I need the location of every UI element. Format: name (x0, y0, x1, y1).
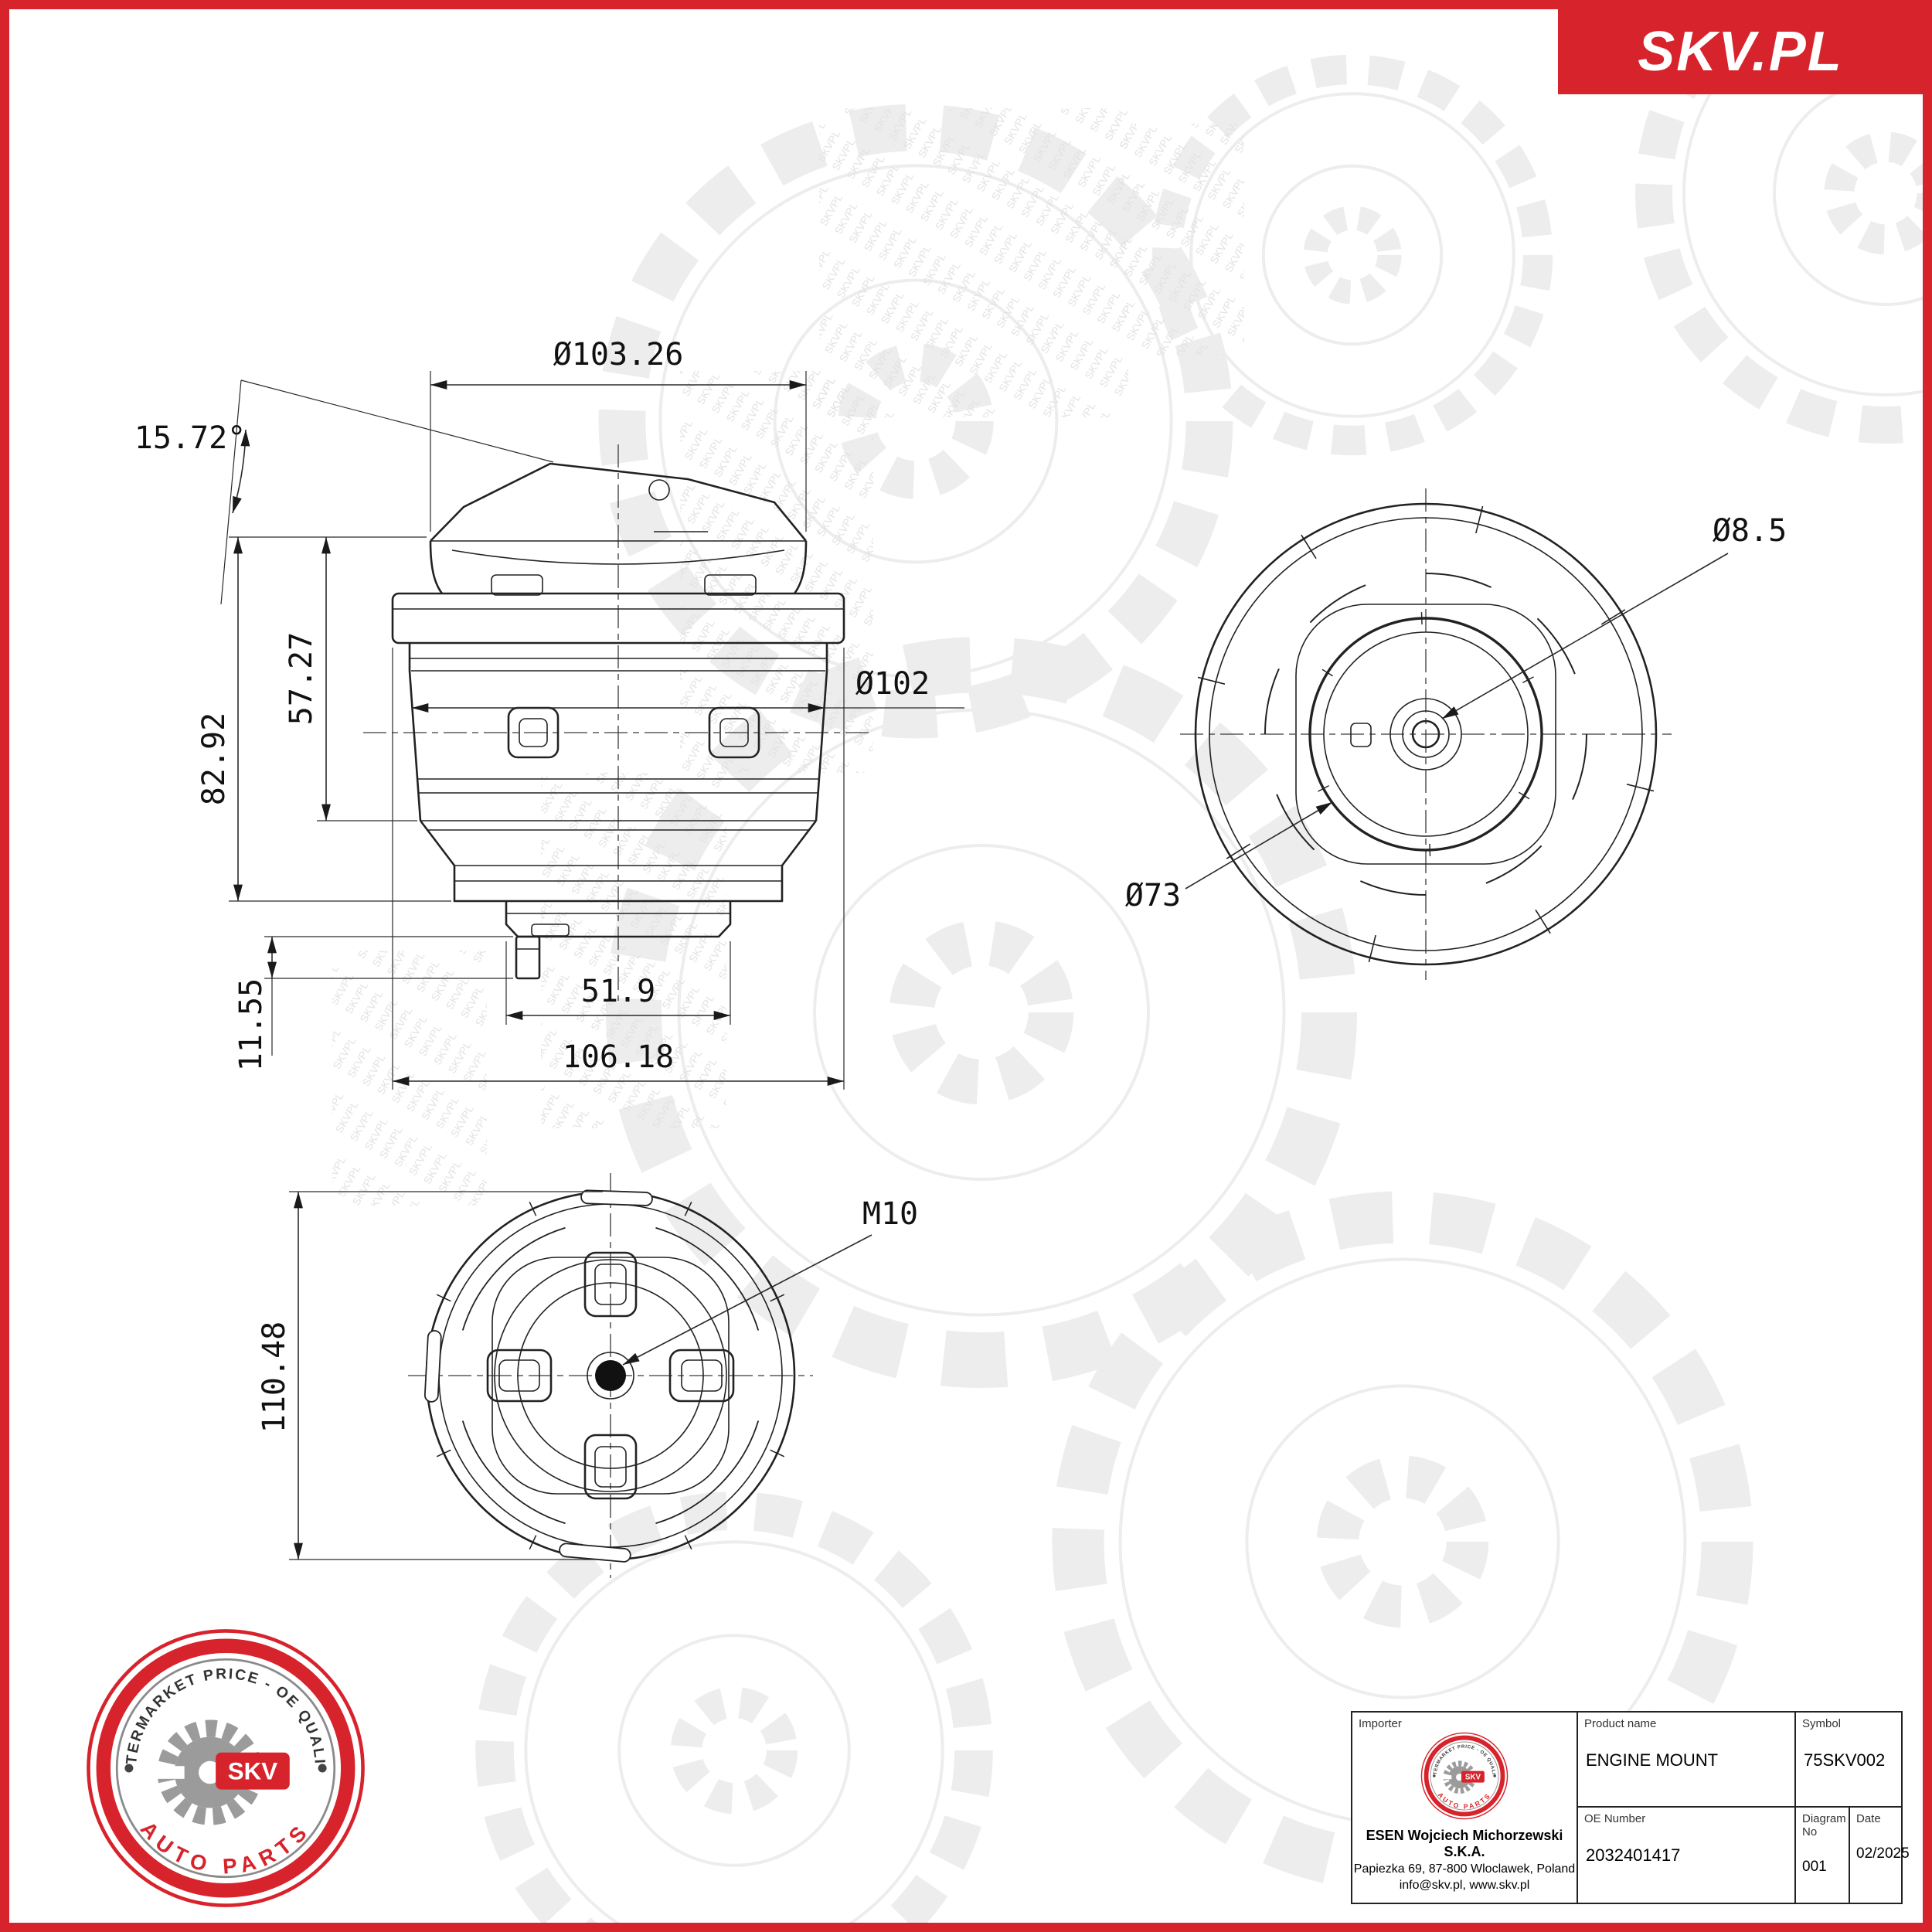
bottom-view: M10 110.48 (257, 1173, 918, 1578)
oe-number-value: 2032401417 (1586, 1845, 1681, 1865)
symbol-cell: Symbol 75SKV002 (1794, 1713, 1901, 1808)
importer-label: Importer (1359, 1717, 1402, 1730)
importer-cell: Importer ESEN Wojciech Michorzewski S.K.… (1352, 1713, 1578, 1903)
importer-name: ESEN Wojciech Michorzewski S.K.A. (1366, 1828, 1563, 1859)
date-cell: Date 02/2025 (1849, 1808, 1910, 1903)
dim-label-bottom-inner: 51.9 (581, 974, 655, 1009)
date-value: 02/2025 (1856, 1845, 1910, 1862)
title-block: Importer ESEN Wojciech Michorzewski S.K.… (1351, 1711, 1910, 1904)
importer-contact: info@skv.pl, www.skv.pl (1399, 1879, 1530, 1892)
quality-stamp-large (87, 1629, 366, 1908)
diagram-no-value: 001 (1802, 1859, 1827, 1875)
brand-banner: SKV.PL (1558, 9, 1923, 94)
side-view (363, 444, 873, 1001)
date-label: Date (1856, 1812, 1881, 1825)
product-name-value: ENGINE MOUNT (1586, 1750, 1719, 1770)
dim-label-thread: M10 (862, 1196, 918, 1232)
m10-hole (595, 1360, 626, 1391)
diagram-no-cell: Diagram No 001 (1794, 1808, 1849, 1903)
product-name-cell: Product name ENGINE MOUNT (1578, 1713, 1794, 1808)
dim-label-inner-diameter: Ø73 (1125, 878, 1181, 913)
top-view: Ø8.5 Ø73 (1125, 488, 1787, 980)
dim-label-top-width: Ø103.26 (553, 337, 684, 372)
dim-label-height-stud: 11.55 (233, 978, 269, 1071)
dim-label-angle: 15.72° (134, 420, 247, 456)
quality-stamp-small (1419, 1730, 1510, 1821)
tiled-text-watermark (332, 108, 1244, 1206)
brand-banner-text: SKV.PL (1638, 21, 1843, 83)
dim-label-bottom-outer: 106.18 (563, 1039, 675, 1075)
importer-address: Papiezka 69, 87-800 Wloclawek, Poland (1353, 1862, 1576, 1876)
dim-label-height-upper: 57.27 (284, 632, 319, 725)
dim-label-bottom-height: 110.48 (257, 1321, 292, 1434)
symbol-value: 75SKV002 (1804, 1750, 1886, 1770)
dim-label-hole: Ø8.5 (1713, 513, 1787, 549)
dim-label-height-total: 82.92 (196, 713, 232, 805)
product-name-label: Product name (1584, 1717, 1657, 1730)
diagram-no-label: Diagram No (1802, 1812, 1846, 1838)
dim-label-mid-width: Ø102 (855, 666, 930, 702)
oe-number-label: OE Number (1584, 1812, 1646, 1825)
symbol-label: Symbol (1802, 1717, 1842, 1730)
side-view-dimensions: Ø103.26 15.72° 57.27 82.92 11.55 Ø102 51… (134, 337, 964, 1090)
oe-number-cell: OE Number 2032401417 (1578, 1808, 1794, 1903)
